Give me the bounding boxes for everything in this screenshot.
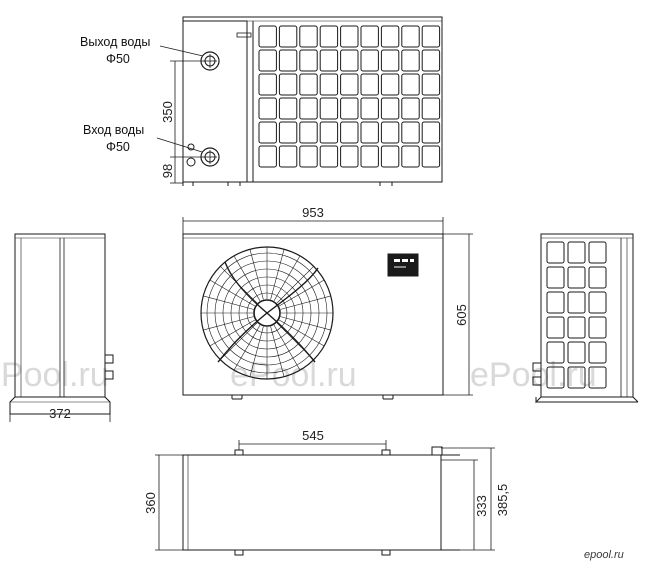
corner-logo: epool.ru [584,549,624,561]
control-display-panel [387,253,419,277]
side-view-grille [546,241,607,389]
top-view-grille [258,25,441,168]
dim-front-width: 953 [302,205,324,220]
bottom-view [182,446,460,556]
front-view-dimensions [182,217,473,396]
dim-mount-depth: 333 [474,495,489,517]
dim-mount-spacing: 545 [302,428,324,443]
top-view-leaders [156,45,204,153]
dim-bottom-depth: 360 [143,492,158,514]
dim-side-depth: 372 [49,406,71,421]
front-view [182,233,444,400]
water-outlet-label: Выход воды [80,35,150,49]
fan-guard [200,246,334,380]
water-outlet-size: Φ50 [106,52,130,66]
dim-front-height: 605 [454,304,469,326]
bottom-view-dimensions [155,440,495,551]
left-side-view [9,233,114,422]
water-inlet-fitting [186,143,220,167]
water-inlet-label: Вход воды [83,123,144,137]
dim-inlet-height: 98 [160,164,175,178]
right-side-view [532,233,639,404]
top-view [182,16,443,186]
dim-inlet-spacing: 350 [160,101,175,123]
dim-total-depth: 385,5 [495,484,510,517]
watermark-left: ePool.ru [0,356,109,394]
water-inlet-size: Φ50 [106,140,130,154]
top-view-dimensions [170,60,205,184]
watermark-center: ePool.ru [230,356,357,394]
